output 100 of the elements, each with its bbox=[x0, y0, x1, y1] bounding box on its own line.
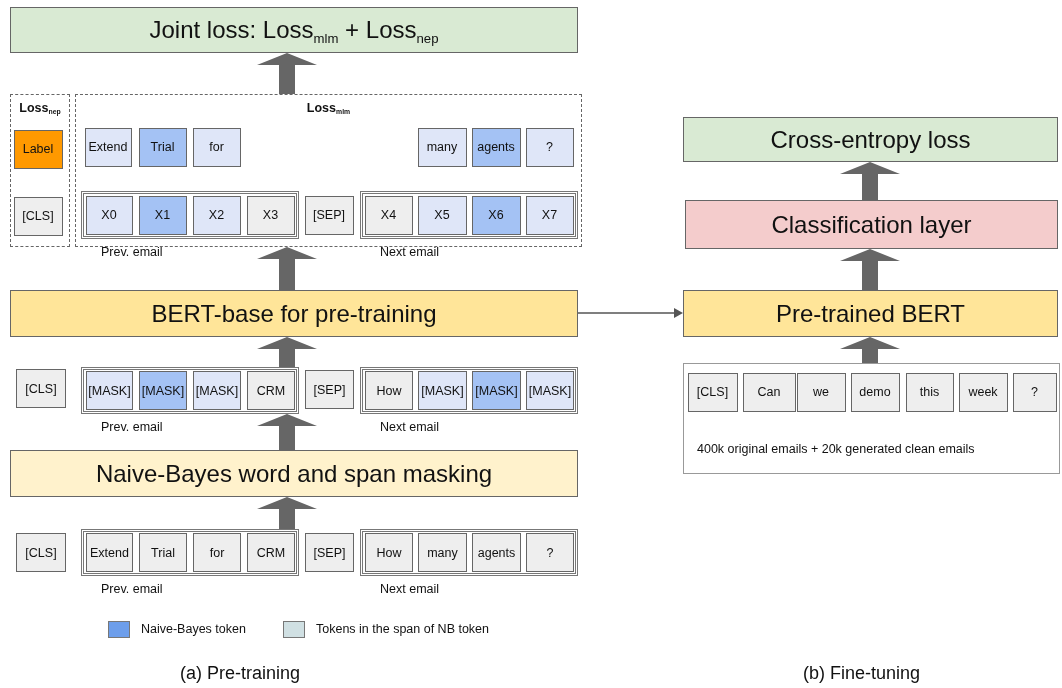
loss-heading: Loss$_{mlm}$ bbox=[306, 101, 351, 115]
token-box bbox=[13, 196, 63, 236]
token-box bbox=[16, 533, 66, 572]
token-box bbox=[192, 195, 241, 235]
token-text: X1 bbox=[154, 208, 171, 222]
token-text: [CLS] bbox=[25, 381, 57, 396]
token-box bbox=[138, 127, 187, 167]
token-text: X4 bbox=[380, 208, 397, 222]
token-text: [CLS] bbox=[22, 209, 54, 223]
token-box bbox=[417, 195, 467, 235]
token-text: Extend bbox=[88, 140, 128, 154]
arrow bbox=[577, 308, 683, 318]
token-box bbox=[687, 372, 738, 412]
block-arrow bbox=[257, 414, 317, 450]
token-text: many bbox=[426, 140, 458, 154]
block-arrow bbox=[257, 247, 317, 290]
token-text: this bbox=[919, 385, 940, 399]
token-text: agents bbox=[477, 545, 516, 560]
token-text: CRM bbox=[256, 383, 286, 398]
layer-label: Cross-entropy loss bbox=[770, 125, 971, 154]
subfigure-caption: (a) Pre-training bbox=[180, 663, 301, 684]
block-arrow bbox=[840, 337, 900, 363]
token-box bbox=[905, 372, 954, 412]
token-box bbox=[193, 533, 241, 572]
token-text: week bbox=[968, 385, 998, 399]
block-arrow bbox=[257, 53, 317, 94]
token-box bbox=[525, 127, 574, 167]
token-box bbox=[364, 195, 413, 235]
token-text: we bbox=[813, 385, 829, 399]
token-box bbox=[86, 371, 133, 410]
token-box bbox=[85, 195, 133, 235]
token-box bbox=[365, 533, 413, 572]
token-text: X5 bbox=[434, 208, 450, 222]
segment-caption: Prev. email bbox=[101, 582, 163, 596]
layer-box bbox=[683, 117, 1058, 162]
loss-heading: Loss$_{nep}$ bbox=[19, 101, 61, 115]
segment-caption: Next email bbox=[380, 582, 440, 596]
token-text: How bbox=[376, 383, 402, 398]
block-arrow bbox=[257, 497, 317, 529]
token-text: demo bbox=[859, 385, 891, 399]
token-text: CRM bbox=[256, 545, 286, 560]
segment-caption: Prev. email bbox=[101, 245, 163, 259]
token-box bbox=[13, 129, 63, 169]
segment-caption: Next email bbox=[380, 420, 440, 434]
token-text: X0 bbox=[101, 208, 117, 222]
token-text: Trial bbox=[150, 140, 175, 154]
token-box bbox=[193, 371, 241, 410]
legend-label: Tokens in the span of NB token bbox=[316, 622, 490, 636]
layer-box bbox=[10, 290, 578, 337]
token-text: for bbox=[209, 545, 225, 560]
token-box bbox=[796, 372, 846, 412]
token-text: [SEP] bbox=[313, 382, 346, 397]
token-box bbox=[418, 371, 467, 410]
token-box bbox=[958, 372, 1008, 412]
token-text: ? bbox=[1031, 385, 1038, 399]
token-text: X7 bbox=[541, 208, 558, 222]
layer-label: Naive-Bayes word and span masking bbox=[95, 459, 493, 488]
token-box bbox=[305, 533, 354, 572]
token-text: Trial bbox=[151, 545, 175, 560]
token-box bbox=[472, 371, 521, 410]
token-box bbox=[471, 127, 521, 167]
block-arrow bbox=[840, 249, 900, 290]
token-box bbox=[742, 372, 796, 412]
token-text: How bbox=[376, 545, 402, 560]
token-box bbox=[246, 195, 295, 235]
email-group bbox=[359, 190, 578, 239]
token-text: Can bbox=[757, 385, 781, 399]
layer-box bbox=[683, 290, 1058, 337]
email-group bbox=[81, 529, 299, 576]
token-text: [MASK] bbox=[88, 383, 131, 398]
token-box bbox=[850, 372, 900, 412]
layer-label: BERT-base for pre-training bbox=[151, 299, 437, 328]
input-panel bbox=[683, 363, 1060, 474]
layer-label: Classification layer bbox=[771, 210, 972, 239]
token-text: for bbox=[209, 140, 224, 154]
email-group bbox=[80, 190, 299, 239]
layer-box bbox=[10, 7, 578, 53]
token-text: X2 bbox=[208, 208, 225, 222]
token-box bbox=[472, 533, 521, 572]
token-box bbox=[84, 127, 132, 167]
token-box bbox=[138, 195, 187, 235]
token-text: [MASK] bbox=[475, 383, 518, 398]
block-arrow bbox=[257, 337, 317, 367]
token-box bbox=[471, 195, 521, 235]
token-box bbox=[417, 127, 467, 167]
loss-region bbox=[10, 94, 70, 247]
subfigure-caption: (b) Fine-tuning bbox=[803, 663, 921, 684]
token-text: [SEP] bbox=[313, 545, 346, 560]
token-text: [MASK] bbox=[528, 383, 572, 398]
token-text: [CLS] bbox=[25, 545, 57, 560]
token-text: [MASK] bbox=[195, 383, 239, 398]
token-text: Label bbox=[22, 142, 54, 156]
token-text: agents bbox=[477, 140, 515, 154]
token-box bbox=[139, 371, 187, 410]
token-text: [CLS] bbox=[696, 385, 729, 399]
token-box bbox=[247, 371, 295, 410]
email-group bbox=[360, 529, 578, 576]
layer-box bbox=[10, 450, 578, 497]
token-text: many bbox=[427, 545, 458, 560]
token-text: X3 bbox=[262, 208, 279, 222]
